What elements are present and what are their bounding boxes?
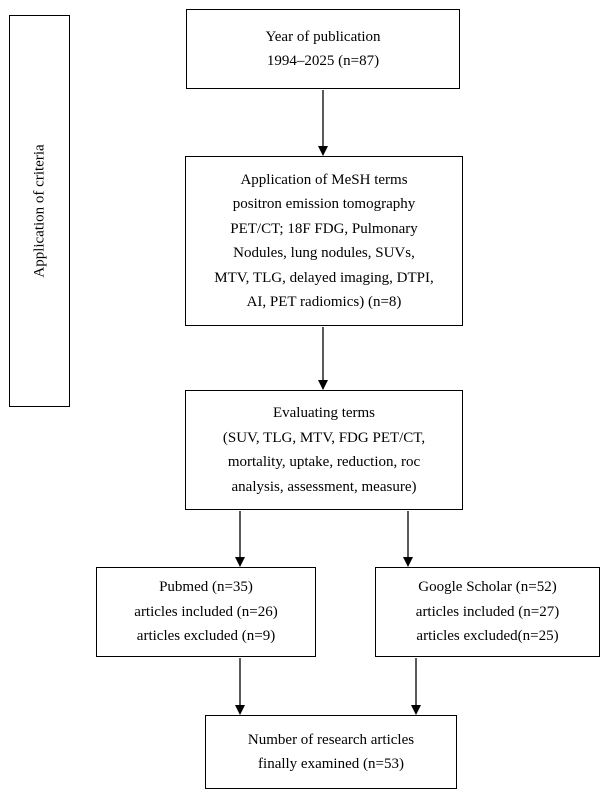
pubmed-line-1: Pubmed (n=35): [159, 579, 253, 596]
year-of-publication-box: Year of publication 1994–2025 (n=87): [186, 9, 460, 89]
scholar-line-1: Google Scholar (n=52): [418, 579, 557, 596]
mesh-line-3: PET/CT; 18F FDG, Pulmonary: [230, 220, 418, 237]
mesh-line-6: AI, PET radiomics) (n=8): [246, 294, 402, 310]
mesh-line-1: Application of MeSH terms: [240, 171, 408, 188]
final-articles-box: Number of research articles finally exam…: [205, 715, 457, 789]
pubmed-line-2: articles included (n=26): [134, 603, 278, 620]
final-line-1: Number of research articles: [247, 731, 415, 748]
pubmed-box: Pubmed (n=35) articles included (n=26) a…: [96, 567, 316, 657]
final-line-2: finally examined (n=53): [258, 756, 404, 772]
year-line-2: 1994–2025 (n=87): [266, 53, 380, 69]
side-criteria-panel: Application of criteria: [9, 15, 70, 407]
mesh-terms-box: Application of MeSH terms positron emiss…: [185, 156, 463, 326]
pubmed-line-3: articles excluded (n=9): [136, 628, 276, 645]
evaluating-terms-box: Evaluating terms (SUV, TLG, MTV, FDG PET…: [185, 390, 463, 510]
mesh-line-5: MTV, TLG, delayed imaging, DTPI,: [214, 269, 434, 286]
mesh-line-4: Nodules, lung nodules, SUVs,: [233, 245, 415, 261]
google-scholar-box: Google Scholar (n=52) articles included …: [375, 567, 600, 657]
scholar-line-2: articles included (n=27): [415, 603, 560, 620]
scholar-line-3: articles excluded(n=25): [416, 628, 559, 645]
mesh-line-2: positron emission tomography: [232, 196, 416, 212]
evaluating-line-1: Evaluating terms: [272, 405, 376, 421]
evaluating-line-4: analysis, assessment, measure): [231, 478, 417, 495]
evaluating-line-2: (SUV, TLG, MTV, FDG PET/CT,: [222, 429, 426, 446]
evaluating-line-3: mortality, uptake, reduction, roc: [227, 454, 421, 470]
year-line-1: Year of publication: [265, 28, 381, 45]
